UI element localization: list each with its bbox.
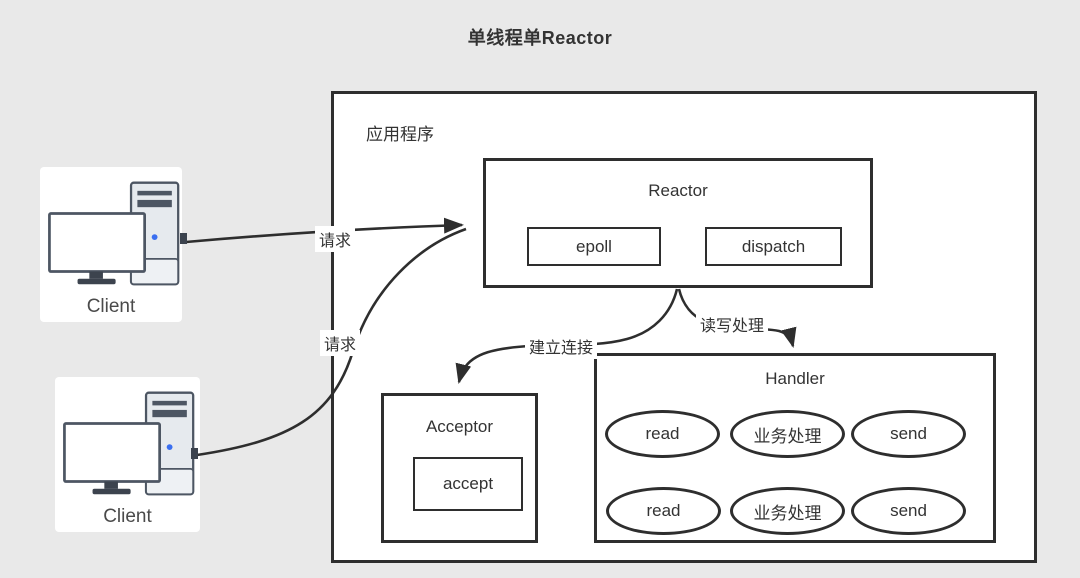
business-label: 业务处理	[753, 503, 822, 523]
client-label: Client	[103, 506, 152, 527]
client-card: Client	[40, 167, 182, 322]
business-oval: 业务处理	[730, 487, 845, 535]
send-label: send	[890, 424, 927, 443]
send-oval: send	[851, 410, 966, 458]
read-label: read	[645, 424, 680, 443]
send-oval: send	[851, 487, 966, 535]
epoll-box: epoll	[527, 227, 661, 266]
computer-icon	[48, 181, 180, 286]
dispatch-label: dispatch	[741, 236, 806, 256]
readwrite-label: 读写处理	[696, 311, 769, 337]
acceptor-title: Acceptor	[425, 417, 494, 436]
epoll-label: epoll	[576, 236, 612, 256]
read-oval: read	[605, 410, 720, 458]
business-label: 业务处理	[753, 426, 822, 446]
handler-title: Handler	[765, 369, 825, 388]
accept-box: accept	[413, 457, 523, 511]
reactor-title: Reactor	[648, 181, 708, 200]
business-oval: 业务处理	[730, 410, 845, 458]
read-oval: read	[606, 487, 721, 535]
request-label-1: 请求	[315, 226, 356, 252]
diagram-title: 单线程单Reactor	[467, 28, 613, 48]
dispatch-box: dispatch	[705, 227, 842, 266]
computer-icon	[63, 391, 195, 496]
accept-label: accept	[442, 474, 494, 493]
read-label: read	[646, 501, 681, 520]
request-label-2: 请求	[320, 330, 361, 356]
client-label: Client	[86, 296, 136, 317]
application-label: 应用程序	[366, 125, 434, 144]
client-card: Client	[55, 377, 200, 532]
establish-label: 建立连接	[525, 333, 598, 359]
reactor-box: Reactor	[483, 158, 873, 288]
send-label: send	[890, 501, 927, 520]
